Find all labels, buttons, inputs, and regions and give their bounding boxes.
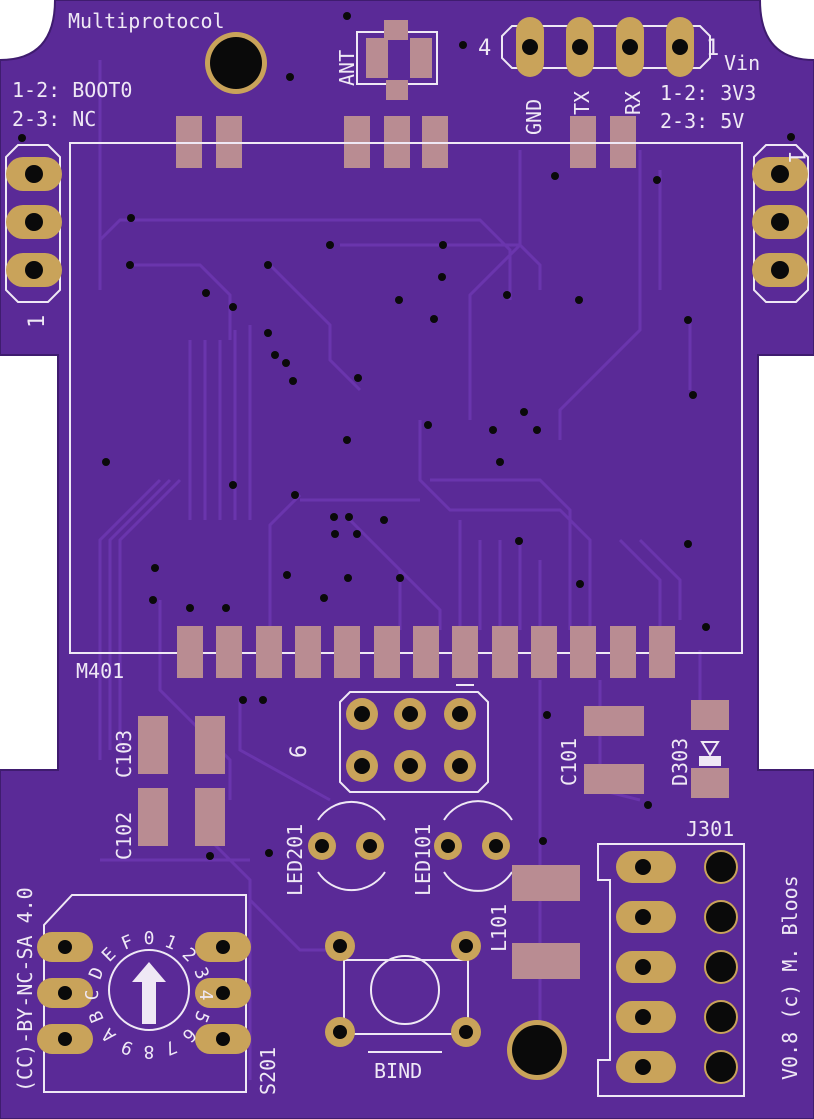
led201 — [308, 800, 386, 892]
v5-label: 2-3: 5V — [660, 109, 744, 133]
left-header-pin1-label: 1 — [25, 315, 50, 328]
isp-pin6-label: 6 — [287, 745, 312, 758]
c102-label: C102 — [112, 812, 136, 860]
right-header-pin1-label: 1 — [783, 150, 808, 163]
capacitor-pads-left — [138, 716, 225, 846]
l101-label: L101 — [487, 904, 511, 952]
dial-digit: 8 — [144, 1041, 155, 1062]
tx-label: TX — [570, 91, 594, 115]
bind-button[interactable] — [325, 931, 481, 1053]
right-header — [752, 144, 809, 303]
license-label: (CC)-BY-NC-SA 4.0 — [13, 887, 37, 1092]
nc-label: 2-3: NC — [12, 107, 96, 131]
dial-digit: 0 — [144, 928, 155, 949]
c103-label: C103 — [112, 730, 136, 778]
antenna-connector — [356, 20, 438, 100]
bind-label: BIND — [374, 1059, 422, 1083]
d303-diode — [691, 700, 729, 798]
left-header — [5, 144, 62, 303]
module-ref-label: M401 — [76, 659, 124, 683]
isp-header — [339, 691, 489, 793]
header-pin4-label: 4 — [478, 36, 491, 61]
module-pads — [177, 626, 675, 678]
serial-header — [501, 17, 711, 77]
d303-label: D303 — [668, 738, 692, 786]
j301-connector — [597, 843, 745, 1097]
s201-label: S201 — [256, 1047, 280, 1095]
dial-digit: 4 — [195, 990, 216, 1001]
led101-label: LED101 — [411, 824, 435, 896]
rx-label: RX — [621, 91, 645, 115]
s201-rotary-switch[interactable] — [37, 894, 251, 1093]
dial-digit: C — [82, 990, 103, 1001]
j301-label: J301 — [686, 817, 734, 841]
vin-label: Vin — [724, 51, 760, 75]
led201-label: LED201 — [283, 824, 307, 896]
rf-module-outline — [69, 142, 743, 654]
header-pin1-label: 1 — [706, 36, 719, 61]
boot0-label: 1-2: BOOT0 — [12, 78, 132, 102]
author-label: V0.8 (c) M. Bloos — [778, 875, 802, 1080]
traces — [98, 60, 702, 1080]
v33-label: 1-2: 3V3 — [660, 81, 756, 105]
c101-label: C101 — [557, 738, 581, 786]
c101-pads — [584, 706, 644, 794]
ant-label: ANT — [335, 50, 359, 86]
led101 — [434, 800, 513, 892]
vias — [18, 12, 795, 860]
brand-label: Multiprotocol — [68, 9, 225, 33]
l101-pads — [512, 865, 580, 979]
gnd-label: GND — [522, 99, 546, 135]
